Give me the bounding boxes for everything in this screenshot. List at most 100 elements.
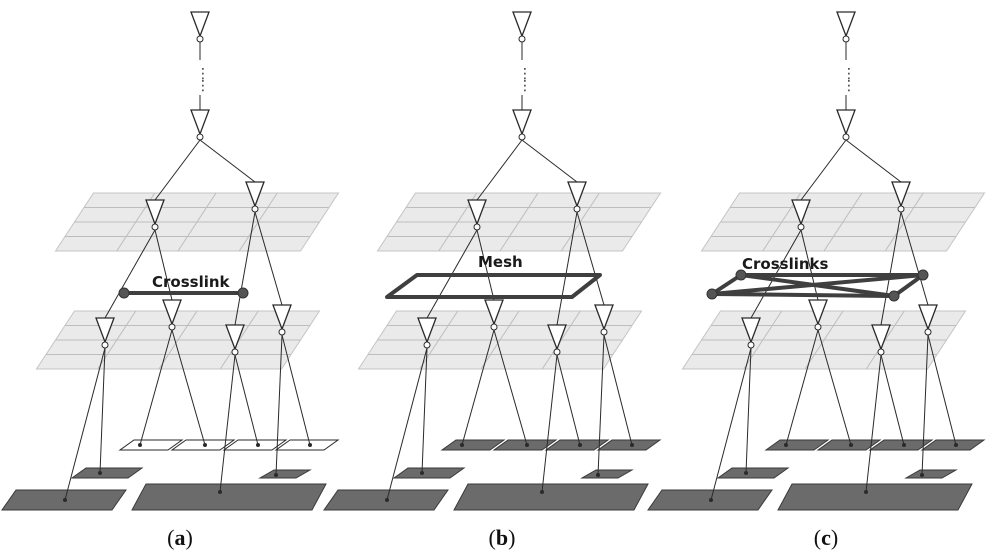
buffer-triangle: [891, 181, 911, 208]
buffer-output-pin: [473, 223, 481, 231]
clock-wire: [817, 329, 852, 446]
panel-b: ⋮⋮Mesh(b): [323, 11, 662, 550]
crosslink-structure: Crosslink: [118, 273, 249, 299]
panel-a: ⋮⋮Crosslink(a): [1, 11, 340, 550]
buffer-triangle: [417, 317, 437, 344]
buffer-triangle: [836, 109, 856, 136]
clock-wire: [745, 347, 752, 474]
sink-node: [203, 443, 207, 447]
crosslinks-structure: Crosslinks: [706, 255, 929, 302]
sink-node: [596, 473, 600, 477]
clock-wire: [171, 329, 206, 446]
upper-plane: [54, 192, 340, 252]
buffer-triangle: [918, 304, 938, 331]
sink-node: [138, 443, 142, 447]
clock-wire: [556, 211, 578, 326]
buffer-triangle: [871, 324, 891, 351]
sink-pad: [222, 439, 288, 451]
root-buffer-icon: [836, 11, 856, 43]
clock-wire: [785, 329, 819, 446]
buffer-output-pin: [231, 348, 239, 356]
caption-paren: ): [508, 525, 515, 550]
buffer-triangle: [95, 317, 115, 344]
buffer-output-pin: [518, 133, 526, 141]
buffer-triangle: [547, 324, 567, 351]
level2-left-buffer-icon: [791, 199, 811, 231]
sink-pad: [777, 483, 973, 511]
clock-wire: [386, 347, 428, 501]
clock-wire: [800, 139, 847, 201]
sink-pad: [70, 467, 144, 479]
buffer-output-pin: [747, 341, 755, 349]
buffer-output-pin: [553, 348, 561, 356]
buffer-triangle: [567, 181, 587, 208]
buffer-triangle: [791, 199, 811, 226]
level2-right-buffer-icon: [245, 181, 265, 213]
clock-wire: [476, 139, 523, 201]
root-buffer-icon: [190, 11, 210, 43]
sink-node: [385, 498, 389, 502]
buffer-triangle: [190, 11, 210, 38]
grid-line: [541, 310, 581, 370]
sink-node: [920, 473, 924, 477]
clock-wire: [900, 211, 929, 306]
clock-wire: [199, 139, 256, 183]
clock-wire: [576, 211, 605, 306]
caption-letter: b: [496, 525, 508, 550]
panel-c: ⋮⋮Crosslinks(c): [647, 11, 986, 550]
level3-buffer-icon: [484, 299, 504, 331]
sink-node: [902, 443, 906, 447]
ellipsis-text: ⋮: [196, 78, 210, 94]
buffer-output-pin: [877, 348, 885, 356]
buffer-output-pin: [151, 223, 159, 231]
crosslink-node: [917, 269, 929, 281]
crosslinks-label: Crosslinks: [742, 255, 829, 273]
buffer-output-pin: [842, 35, 850, 43]
buffer-triangle: [272, 304, 292, 331]
caption-paren: (: [167, 525, 174, 550]
buffer-triangle: [836, 11, 856, 38]
buffer-output-pin: [814, 323, 822, 331]
ellipsis-text: ⋮: [842, 78, 856, 94]
clock-wire: [521, 139, 578, 183]
clock-wire: [99, 347, 106, 474]
sink-pad: [453, 483, 649, 511]
sink-pad: [596, 439, 662, 451]
caption-paren: ): [186, 525, 193, 550]
buffer-triangle: [467, 199, 487, 226]
crosslink-node: [118, 287, 130, 299]
sink-pad: [544, 439, 610, 451]
sink-node: [540, 490, 544, 494]
caption-paren: ): [831, 525, 838, 550]
clock-wire: [927, 334, 957, 446]
buffer-output-pin: [797, 223, 805, 231]
clock-wire: [880, 211, 902, 326]
clock-wire: [476, 229, 495, 301]
level3-buffer-icon: [272, 304, 292, 336]
caption-letter: c: [821, 525, 831, 550]
clock-wire: [234, 354, 259, 446]
sink-pad: [118, 439, 184, 451]
level3-buffer-icon: [871, 324, 891, 356]
buffer-output-pin: [924, 328, 932, 336]
clock-wire: [597, 334, 605, 476]
clock-wire: [104, 229, 156, 319]
sink-pad: [258, 469, 312, 479]
lower-plane: [35, 310, 321, 370]
buffer-output-pin: [518, 35, 526, 43]
clock-wire: [541, 354, 558, 493]
sink-pad: [580, 469, 634, 479]
caption-letter: a: [175, 525, 186, 550]
sink-node: [864, 490, 868, 494]
mesh-structure: Mesh: [385, 253, 602, 299]
level3-buffer-icon: [225, 324, 245, 356]
level1-buffer-icon: [190, 109, 210, 141]
root-buffer-icon: [512, 11, 532, 43]
caption-paren: (: [814, 525, 821, 550]
sink-node: [218, 490, 222, 494]
sink-node: [460, 443, 464, 447]
buffer-triangle: [741, 317, 761, 344]
level3-buffer-icon: [594, 304, 614, 336]
level3-buffer-icon: [741, 317, 761, 349]
